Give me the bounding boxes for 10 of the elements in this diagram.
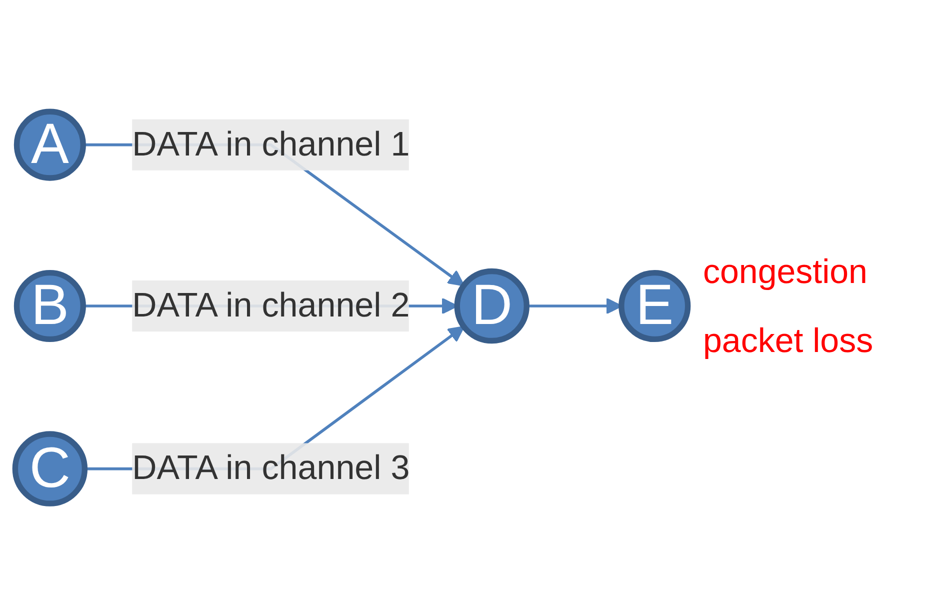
edge-label: DATA in channel 3 [132, 448, 410, 486]
edge-label: DATA in channel 1 [132, 124, 410, 163]
node-circle: A [14, 108, 86, 181]
edge-label: DATA in channel 2 [132, 286, 410, 324]
node-circle: B [14, 270, 86, 342]
node-circle: E [618, 270, 691, 342]
node-circle: D [454, 268, 530, 344]
node-circle: C [12, 430, 88, 506]
note-label: packet loss [703, 322, 874, 360]
note-label: congestion [703, 252, 868, 292]
